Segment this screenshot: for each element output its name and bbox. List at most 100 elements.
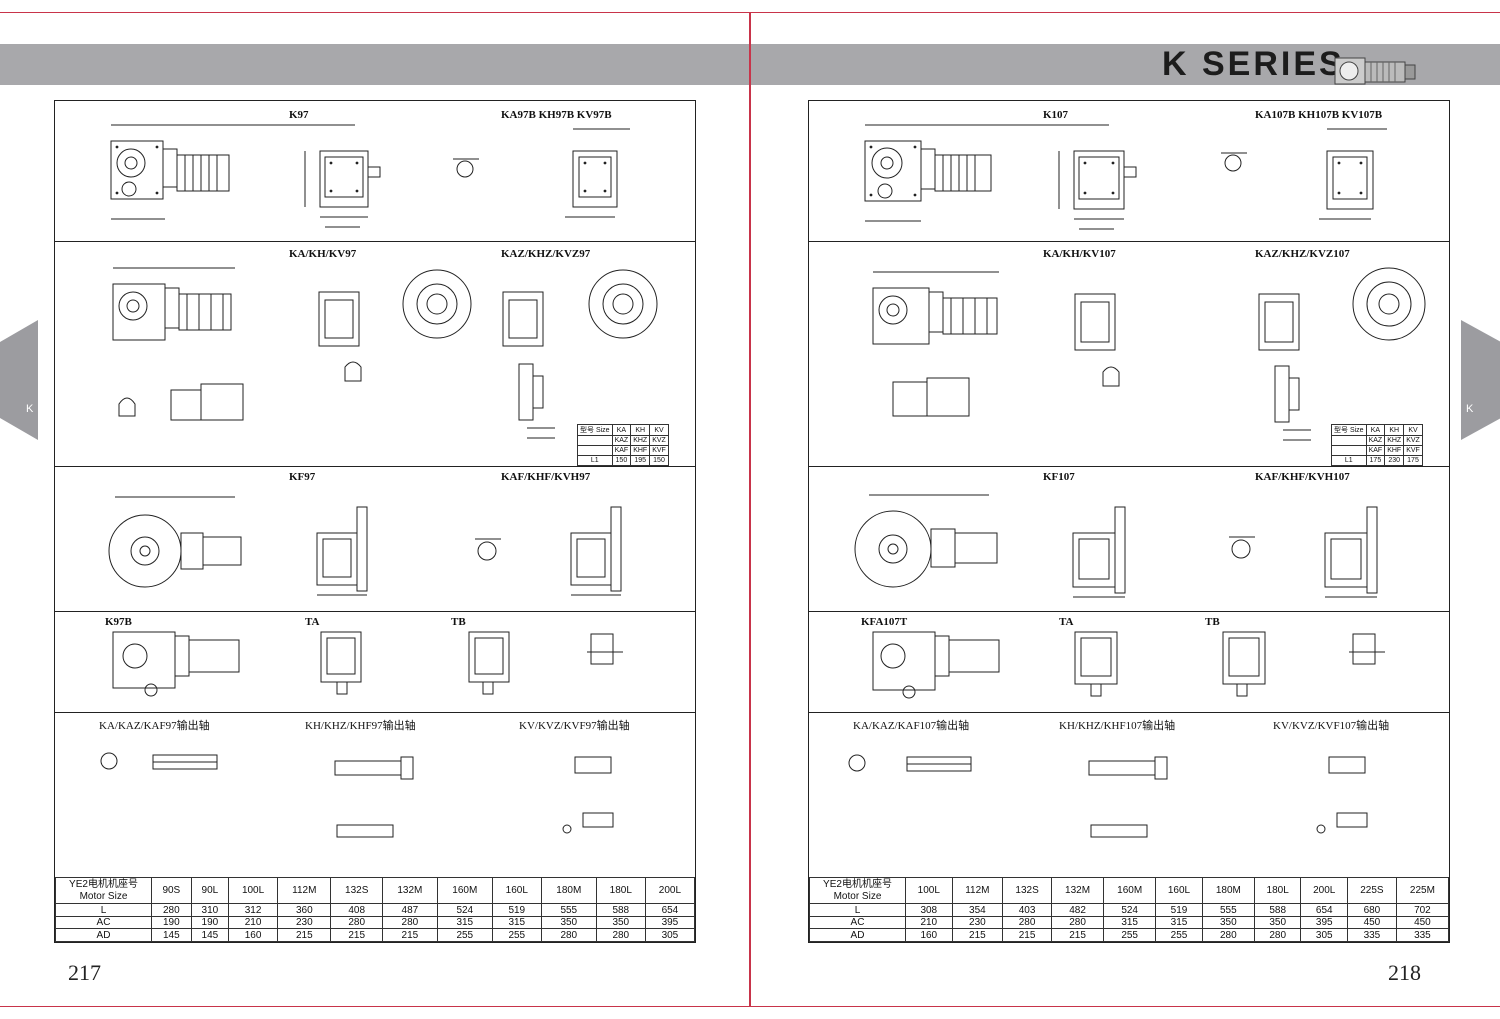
cell: 305 — [644, 928, 696, 942]
cell: 487 — [381, 903, 438, 917]
cell: 403 — [1002, 903, 1052, 917]
motor-size: 112M — [951, 877, 1004, 905]
size-table-cell: KHF — [1384, 445, 1405, 456]
cell: 702 — [1395, 903, 1450, 917]
cell: 524 — [436, 903, 493, 917]
cell: 210 — [905, 915, 953, 930]
row4-drawings — [872, 631, 1385, 699]
cell: 215 — [277, 928, 332, 942]
row3-drawings — [854, 494, 1378, 598]
size-table-header: KH — [1384, 424, 1405, 436]
motor-size: 100L — [905, 877, 953, 905]
section-tab-letter: K — [1466, 403, 1474, 415]
size-table-cell: L1 — [1331, 455, 1367, 466]
motor-size: 160L — [491, 877, 542, 905]
cell: 280 — [595, 928, 646, 942]
cell: 145 — [151, 928, 192, 942]
size-table-cell: KVZ — [649, 435, 669, 446]
row1-drawings — [864, 124, 1387, 230]
cell: 588 — [1253, 903, 1302, 917]
cell: 315 — [1155, 915, 1203, 930]
size-table-cell: 195 — [630, 455, 651, 466]
cell: 255 — [436, 928, 493, 942]
cell: 555 — [1201, 903, 1255, 917]
cell: 654 — [1300, 903, 1349, 917]
cell: 395 — [644, 915, 696, 930]
size-table-cell: KAZ — [611, 435, 632, 446]
label-model: KF97 — [289, 471, 316, 483]
row5-drawings — [100, 752, 614, 838]
size-table-cell: L1 — [577, 455, 613, 466]
label-variant: TB — [451, 616, 466, 628]
label-variant: KA97B KH97B KV97B — [501, 109, 612, 121]
cell: 588 — [595, 903, 646, 917]
section-tab-right: K — [1461, 320, 1500, 440]
label-model: KA/KH/KV97 — [289, 248, 357, 260]
size-table-header: KV — [649, 424, 669, 436]
row-flange: KF107 KAF/KHF/KVH107 — [809, 467, 1449, 612]
motor-size: 160M — [1103, 877, 1157, 905]
cell: 255 — [491, 928, 542, 942]
cell: 482 — [1050, 903, 1105, 917]
cell: 160 — [228, 928, 279, 942]
cell: 280 — [151, 903, 192, 917]
cell: 308 — [905, 903, 953, 917]
motor-size: 180L — [1253, 877, 1302, 905]
cell: 215 — [381, 928, 438, 942]
size-table-cell: KAF — [1365, 445, 1386, 456]
row4-drawings — [112, 631, 623, 697]
motor-size: 160M — [436, 877, 493, 905]
cell: 160 — [905, 928, 953, 942]
cell: 315 — [1103, 915, 1157, 930]
row-output-shafts: KA/KAZ/KAF97输出轴 KH/KHZ/KHF97输出轴 KV/KVZ/K… — [55, 713, 695, 878]
row-torque-arm: K97B TA TB — [55, 612, 695, 713]
cell: 350 — [595, 915, 646, 930]
size-table-cell: 150 — [611, 455, 632, 466]
cell: 215 — [1050, 928, 1105, 942]
size-table-header: KV — [1403, 424, 1423, 436]
motor-size: 180M — [1201, 877, 1255, 905]
cell: 680 — [1347, 903, 1397, 917]
label-variant: KAF/KHF/KVH97 — [501, 471, 591, 483]
size-table-header: KH — [630, 424, 651, 436]
page-gutter-line — [749, 12, 751, 1007]
cell: 190 — [190, 915, 230, 930]
motor-size: 112M — [277, 877, 332, 905]
size-table-cell: KVF — [649, 445, 669, 456]
label-variant: TB — [1205, 616, 1220, 628]
label-model: KFA107T — [861, 616, 908, 628]
size-table-cell: KAF — [611, 445, 632, 456]
row-label: AC — [809, 915, 906, 930]
section-tab-letter: K — [26, 403, 34, 415]
row-solid-shaft: K97 KA97B KH97B KV97B — [55, 101, 695, 242]
cell: 450 — [1395, 915, 1450, 930]
cell: 350 — [1201, 915, 1255, 930]
cell: 280 — [330, 915, 383, 930]
gearmotor-thumbnail-icon — [1334, 57, 1416, 85]
label-variant: KAZ/KHZ/KVZ97 — [501, 248, 591, 260]
label-variant: KA107B KH107B KV107B — [1255, 109, 1383, 121]
drawing-panel-218: K107 KA107B KH107B KV107B — [808, 100, 1450, 943]
cell: 280 — [1253, 928, 1302, 942]
size-table-header: 型号 Size — [577, 424, 613, 436]
label-output-shaft: KH/KHZ/KHF107输出轴 — [1059, 720, 1176, 732]
cell: 315 — [491, 915, 542, 930]
page-number-left: 217 — [68, 960, 101, 985]
cell: 310 — [190, 903, 230, 917]
cell: 350 — [540, 915, 597, 930]
row3-drawings — [108, 496, 622, 596]
cell: 360 — [277, 903, 332, 917]
motor-size: 132S — [330, 877, 383, 905]
cell: 210 — [228, 915, 279, 930]
cell: 215 — [1002, 928, 1052, 942]
cell: 350 — [1253, 915, 1302, 930]
